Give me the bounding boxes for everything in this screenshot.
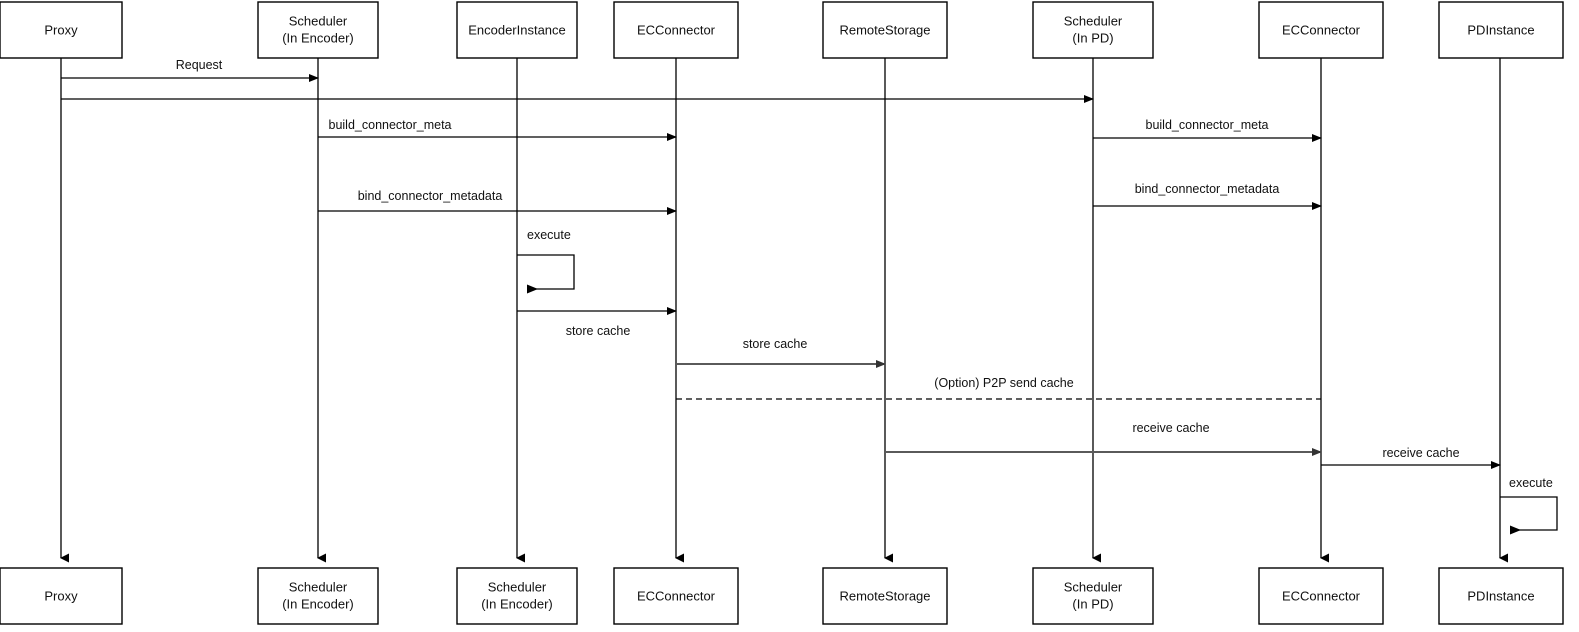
message-label: bind_connector_metadata <box>358 189 503 203</box>
participant-footer-remote[interactable]: RemoteStorage <box>822 567 948 625</box>
messages-group: Request build_connector_meta build_connect… <box>61 58 1501 469</box>
self-message-path <box>517 254 575 294</box>
participant-header-label: Proxy <box>44 22 78 37</box>
participant-footer-pd-inst[interactable]: PDInstance <box>1438 567 1564 625</box>
message-label: receive cache <box>1382 446 1459 460</box>
participant-header-sublabel: (In Encoder) <box>282 30 354 45</box>
participant-header-pd-inst[interactable]: PDInstance <box>1438 1 1564 59</box>
participant-footer-ecc-right[interactable]: ECConnector <box>1258 567 1384 625</box>
message-label: receive cache <box>1132 421 1209 435</box>
message-label: build_connector_meta <box>1146 118 1269 132</box>
footer-boxes-group: Proxy Scheduler (In Encoder) Scheduler (In E… <box>0 567 1564 625</box>
self-message-path <box>1500 496 1558 535</box>
participant-header-ecc-left[interactable]: ECConnector <box>613 1 739 59</box>
participant-header-label: RemoteStorage <box>839 22 930 37</box>
participant-footer-ecc-left[interactable]: ECConnector <box>613 567 739 625</box>
self-message-label: execute <box>1509 476 1553 490</box>
message-m1[interactable]: Request <box>61 58 319 82</box>
message-m4[interactable]: build_connector_meta <box>1093 118 1322 142</box>
participant-header-sched-pd[interactable]: Scheduler (In PD) <box>1032 1 1154 59</box>
message-m5[interactable]: bind_connector_metadata <box>318 189 677 215</box>
participant-footer-sublabel: (In PD) <box>1072 596 1113 611</box>
header-boxes-group: Proxy Scheduler (In Encoder) EncoderInstanc… <box>0 1 1564 59</box>
message-m7[interactable]: store cache <box>517 307 677 338</box>
message-label: Request <box>176 58 223 72</box>
participant-footer-label: Proxy <box>44 588 78 603</box>
self-messages-group: execute execute <box>517 228 1558 535</box>
self-message-s2[interactable]: execute <box>1500 476 1558 535</box>
participant-header-ecc-right[interactable]: ECConnector <box>1258 1 1384 59</box>
message-m3[interactable]: build_connector_meta <box>318 118 677 141</box>
participant-footer-sched-enc[interactable]: Scheduler (In Encoder) <box>257 567 379 625</box>
participant-footer-label: Scheduler <box>488 579 547 594</box>
participant-footer-sched-pd[interactable]: Scheduler (In PD) <box>1032 567 1154 625</box>
message-m6[interactable]: bind_connector_metadata <box>1093 182 1322 210</box>
participant-header-label: ECConnector <box>1282 22 1361 37</box>
message-m9[interactable]: (Option) P2P send cache <box>676 376 1321 400</box>
participant-header-label: EncoderInstance <box>468 22 566 37</box>
message-m8[interactable]: store cache <box>676 337 886 368</box>
message-label: store cache <box>743 337 808 351</box>
message-label: bind_connector_metadata <box>1135 182 1280 196</box>
participant-footer-encoder-inst[interactable]: Scheduler (In Encoder) <box>456 567 578 625</box>
message-label: (Option) P2P send cache <box>934 376 1073 390</box>
message-m10[interactable]: receive cache <box>885 421 1322 456</box>
participant-footer-label: PDInstance <box>1467 588 1534 603</box>
participant-footer-sublabel: (In Encoder) <box>481 596 553 611</box>
lifelines-group <box>60 58 1508 563</box>
participant-header-label: PDInstance <box>1467 22 1534 37</box>
participant-footer-sublabel: (In Encoder) <box>282 596 354 611</box>
participant-header-proxy[interactable]: Proxy <box>0 1 123 59</box>
participant-header-sublabel: (In PD) <box>1072 30 1113 45</box>
self-message-s1[interactable]: execute <box>517 228 575 294</box>
message-label: store cache <box>566 324 631 338</box>
participant-footer-label: ECConnector <box>637 588 716 603</box>
participant-footer-label: ECConnector <box>1282 588 1361 603</box>
participant-header-remote[interactable]: RemoteStorage <box>822 1 948 59</box>
participant-footer-label: Scheduler <box>289 579 348 594</box>
participant-footer-proxy[interactable]: Proxy <box>0 567 123 625</box>
participant-header-label: Scheduler <box>289 13 348 28</box>
participant-footer-label: RemoteStorage <box>839 588 930 603</box>
participant-header-sched-enc[interactable]: Scheduler (In Encoder) <box>257 1 379 59</box>
participant-footer-label: Scheduler <box>1064 579 1123 594</box>
participant-header-label: Scheduler <box>1064 13 1123 28</box>
participant-header-encoder-inst[interactable]: EncoderInstance <box>456 1 578 59</box>
message-label: build_connector_meta <box>329 118 452 132</box>
message-m11[interactable]: receive cache <box>1321 446 1501 469</box>
self-message-label: execute <box>527 228 571 242</box>
participant-header-label: ECConnector <box>637 22 716 37</box>
